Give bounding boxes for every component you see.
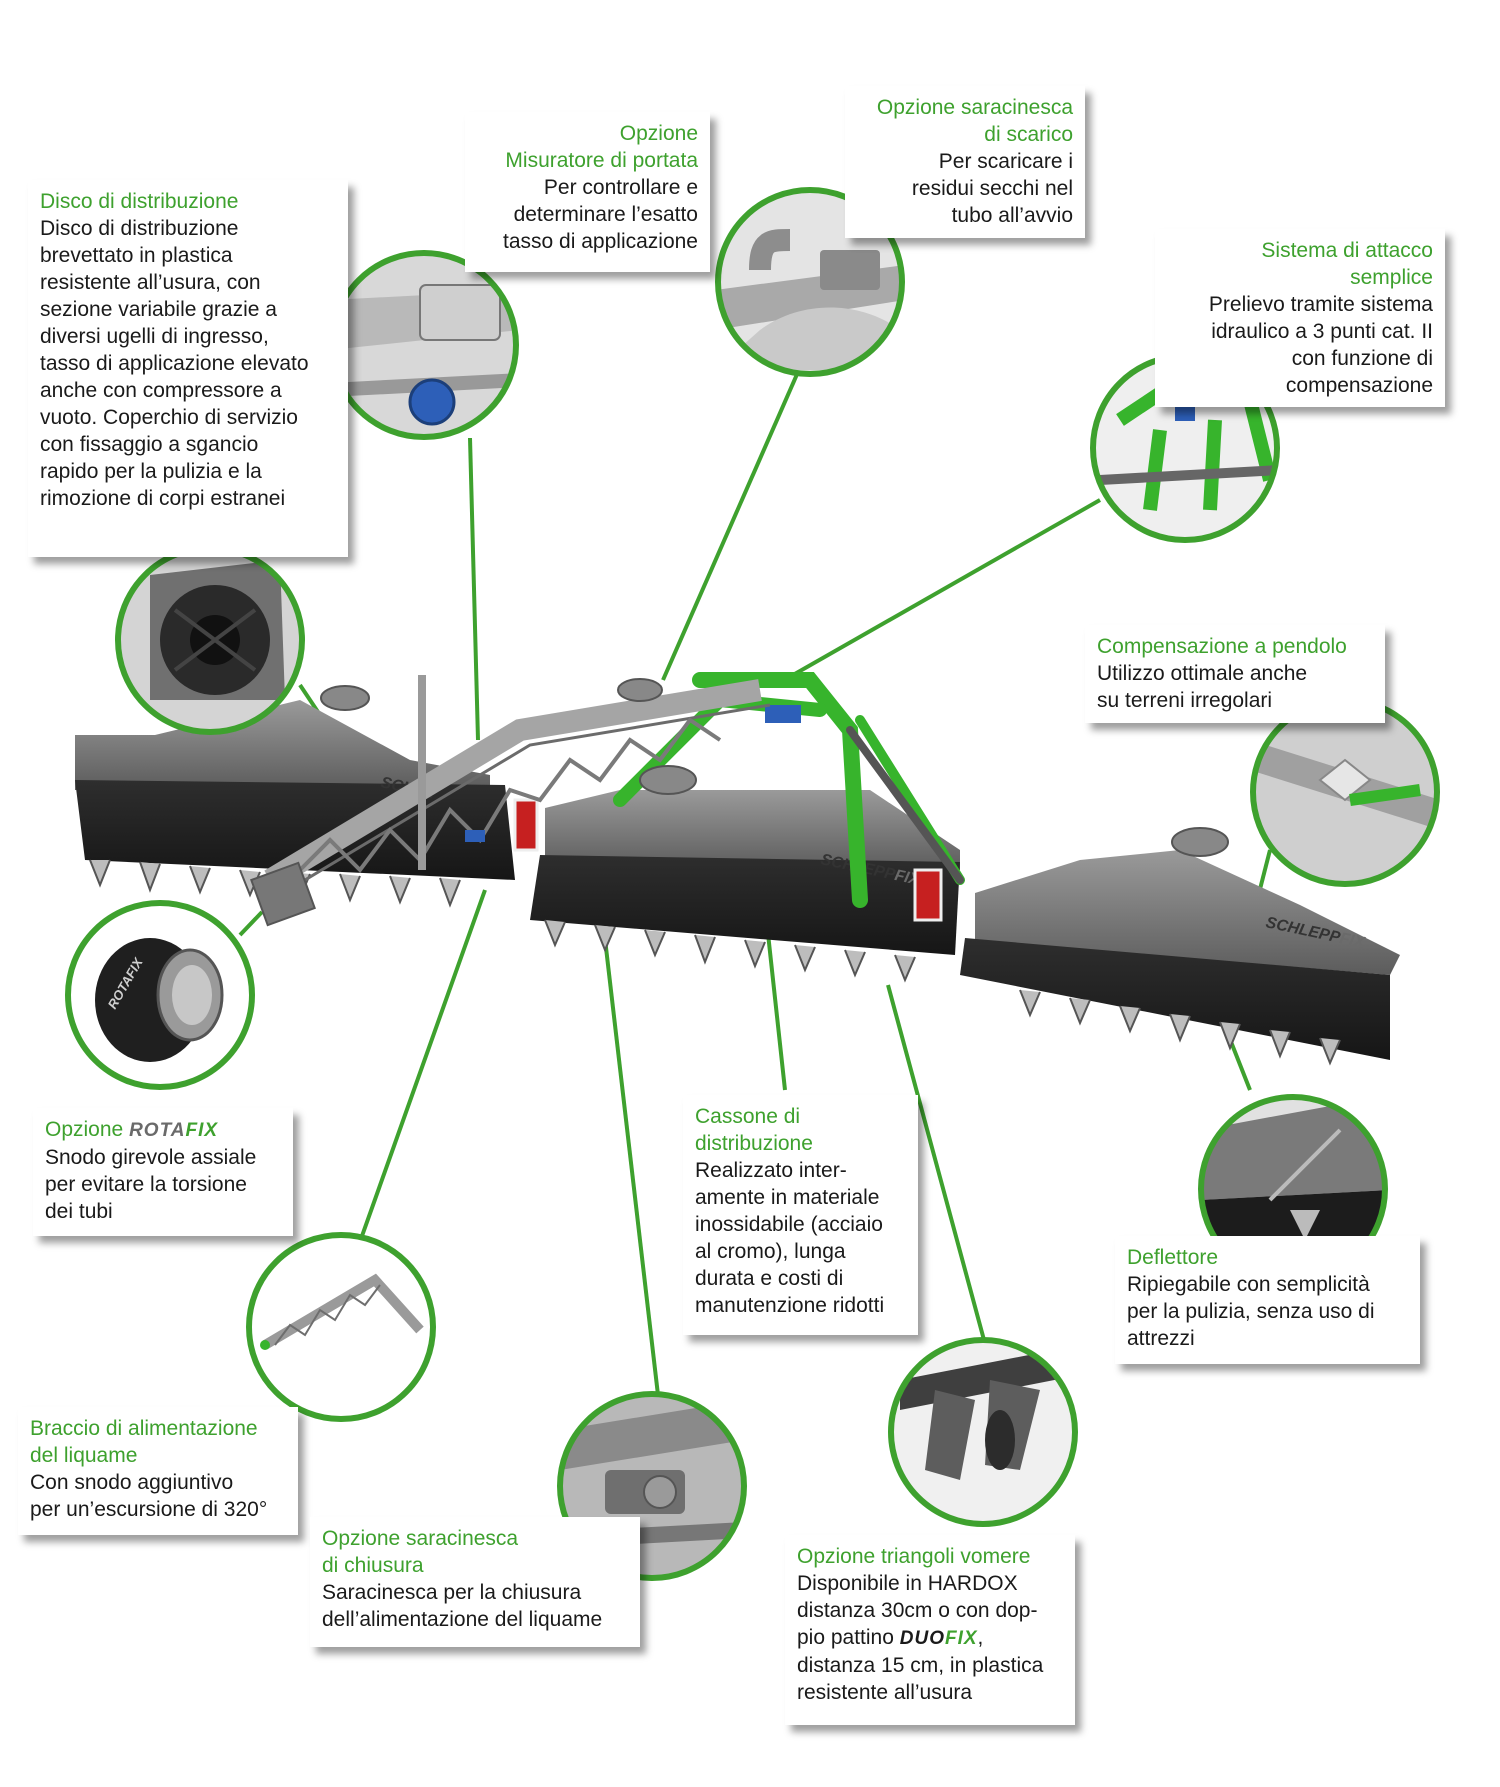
callout-shutoff-valve: Opzione saracinesca di chiusura Saracine…: [310, 1517, 640, 1647]
right-distribution-unit: SCHLEPPFIX: [960, 827, 1400, 1066]
detail-circle-drain-valve: [715, 187, 905, 377]
callout-flowmeter: Opzione Misuratore di portata Per contro…: [465, 112, 710, 272]
callout-feed-arm: Braccio di alimentazione del liquame Con…: [18, 1407, 298, 1535]
callout-distribution-box: Cassone di distribuzione Realizzato inte…: [683, 1095, 918, 1335]
slurry-applicator-machine: SCHLE SCHLEPPFIX SCHLEPPFIX: [75, 672, 1400, 1066]
detail-circle-feed-arm: [246, 1232, 436, 1422]
callout-plough-triangles: Opzione triangoli vomere Disponibile in …: [785, 1535, 1075, 1725]
detail-circle-pendulum: [1250, 697, 1440, 887]
detail-circle-distribution-disc: [115, 545, 305, 735]
detail-circle-flowmeter: [329, 250, 519, 440]
callout-distribution-disc: Disco di distribuzione Disco di distribu…: [28, 180, 348, 557]
rotafix-logo: ROTAFIX: [129, 1120, 219, 1141]
detail-circle-plough-triangles: [888, 1337, 1078, 1527]
center-distribution-unit: SCHLEPPFIX: [513, 790, 960, 983]
duofix-logo: DUOFIX: [899, 1628, 978, 1649]
callout-pendulum: Compensazione a pendolo Utilizzo ottimal…: [1085, 625, 1385, 723]
callout-title: Disco di distribuzione: [40, 190, 239, 213]
callout-hitch: Sistema di attacco semplice Prelievo tra…: [1155, 229, 1445, 407]
callout-deflector: Deflettore Ripiegabile con semplicità pe…: [1115, 1236, 1420, 1364]
callout-drain-valve: Opzione saracinesca di scarico Per scari…: [845, 86, 1085, 238]
callout-rotafix: Opzione ROTAFIX Snodo girevole assiale p…: [33, 1108, 293, 1236]
detail-circle-rotafix: ROTAFIX: [65, 900, 255, 1090]
feed-boom-truss: [250, 675, 771, 927]
